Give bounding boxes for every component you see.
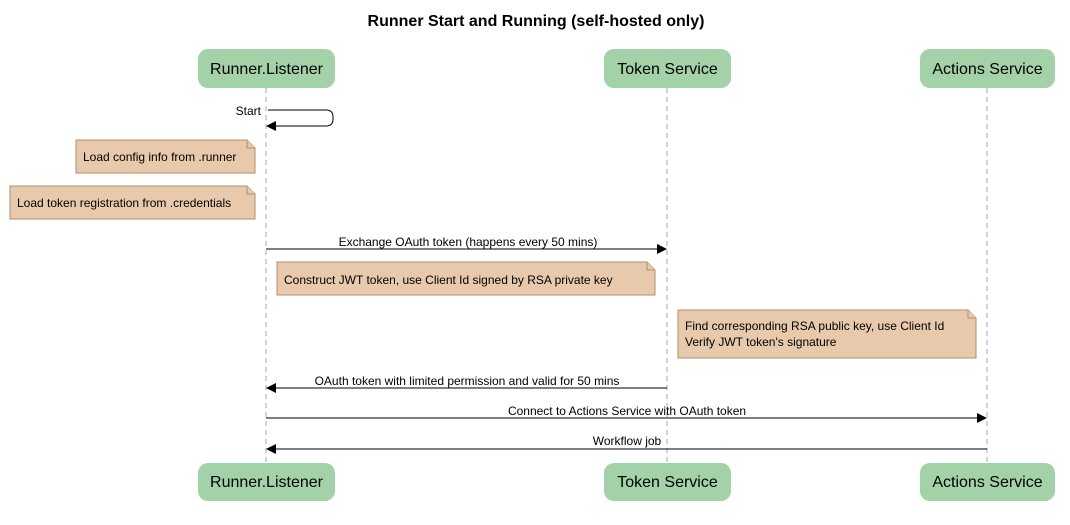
- diagram-title: Runner Start and Running (self-hosted on…: [368, 13, 705, 30]
- actor-listener-top: Runner.Listener: [198, 49, 335, 88]
- message-label: Exchange OAuth token (happens every 50 m…: [339, 235, 598, 249]
- note-load-config: Load config info from .runner: [75, 139, 256, 174]
- actor-label: Runner.Listener: [210, 61, 324, 78]
- message-workflow-job: Workflow job: [266, 434, 987, 454]
- actor-label: Token Service: [617, 61, 718, 78]
- actor-actions-bottom: Actions Service: [920, 463, 1055, 501]
- arrow-head: [266, 383, 276, 393]
- actor-label: Actions Service: [932, 474, 1042, 491]
- note-text-line-2: Verify JWT token's signature: [685, 335, 837, 349]
- arrow-head: [977, 413, 987, 423]
- note-text-line-1: Find corresponding RSA public key, use C…: [685, 319, 944, 333]
- arrow-head: [657, 244, 667, 254]
- message-connect-actions: Connect to Actions Service with OAuth to…: [266, 404, 987, 423]
- actor-label: Actions Service: [932, 61, 1042, 78]
- actor-listener-bottom: Runner.Listener: [198, 463, 335, 501]
- message-label: Start: [236, 104, 262, 118]
- self-arrow-line: [268, 109, 334, 127]
- arrow-head: [266, 444, 276, 454]
- note-text: Load token registration from .credential…: [17, 196, 231, 210]
- actor-actions-top: Actions Service: [920, 49, 1055, 88]
- message-oauth-token-returned: OAuth token with limited permission and …: [266, 374, 667, 393]
- note-verify-jwt: Find corresponding RSA public key, use C…: [677, 309, 977, 359]
- arrow-head: [266, 121, 276, 131]
- message-start: Start: [236, 104, 334, 131]
- actor-token-bottom: Token Service: [604, 463, 731, 501]
- actor-label: Runner.Listener: [210, 474, 324, 491]
- note-text: Load config info from .runner: [83, 150, 236, 164]
- note-load-token-registration: Load token registration from .credential…: [9, 185, 256, 220]
- note-text: Construct JWT token, use Client Id signe…: [284, 273, 613, 287]
- message-label: OAuth token with limited permission and …: [315, 374, 620, 388]
- actor-label: Token Service: [617, 474, 718, 491]
- message-label: Workflow job: [593, 434, 662, 448]
- message-label: Connect to Actions Service with OAuth to…: [508, 404, 746, 418]
- actor-token-top: Token Service: [604, 49, 731, 88]
- message-exchange-oauth: Exchange OAuth token (happens every 50 m…: [266, 235, 667, 254]
- note-construct-jwt: Construct JWT token, use Client Id signe…: [276, 261, 656, 296]
